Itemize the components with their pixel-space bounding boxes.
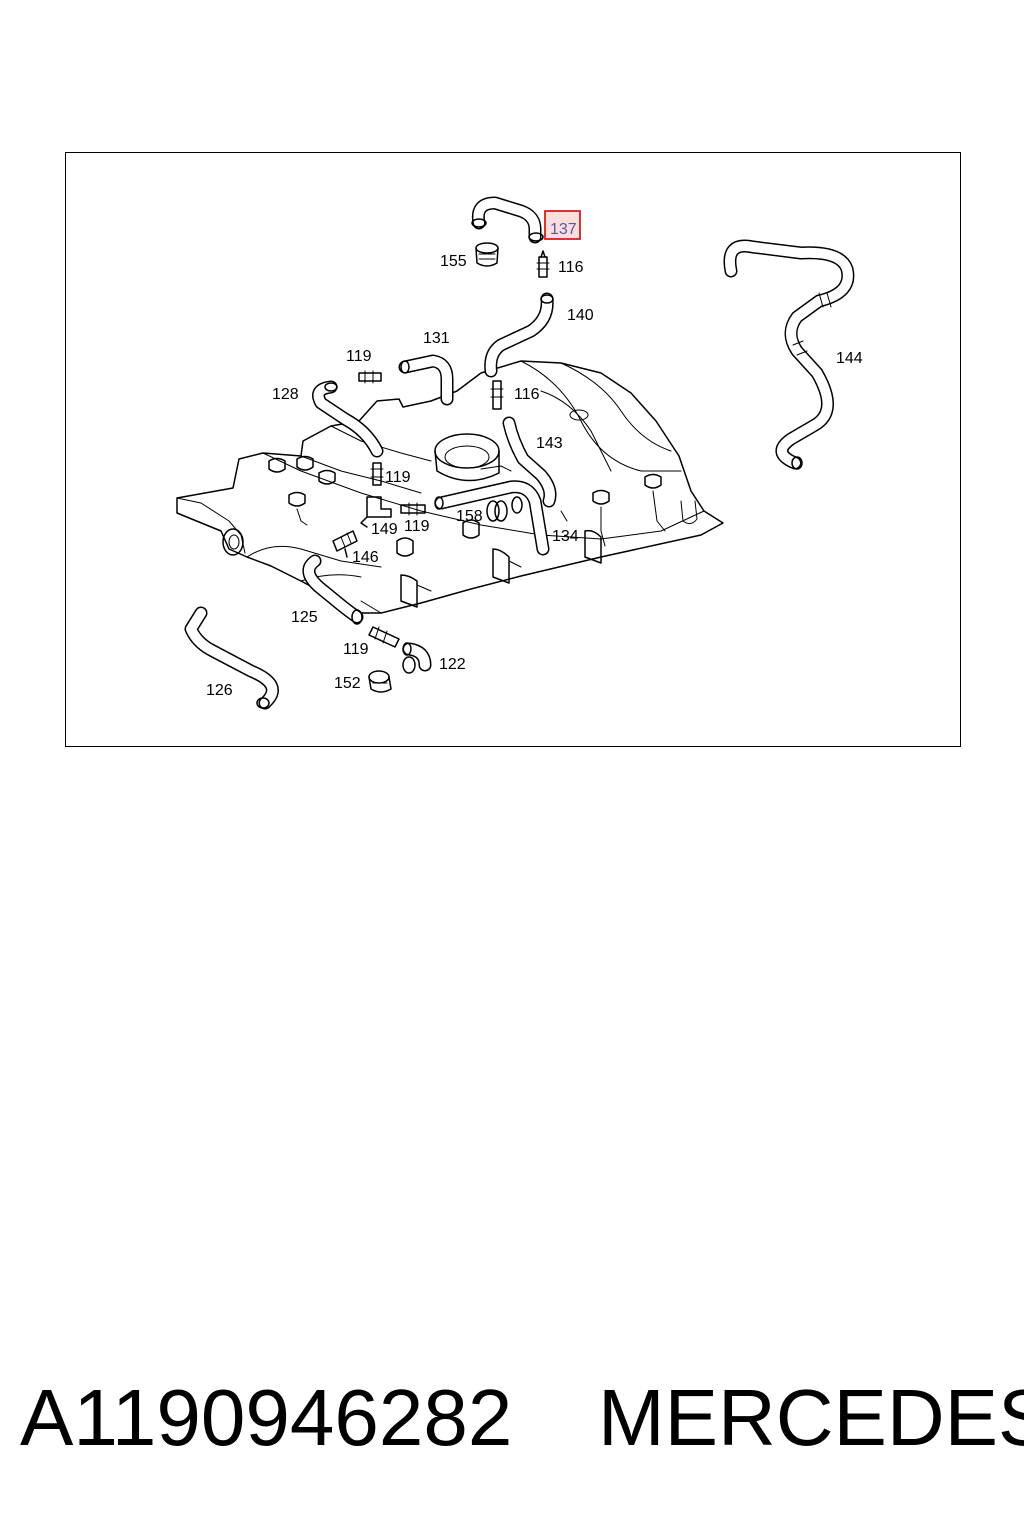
hose-137[interactable] <box>471 196 544 244</box>
connector-119a[interactable] <box>358 370 382 384</box>
hose-125[interactable] <box>302 554 364 625</box>
label-149[interactable]: 149 <box>371 521 398 538</box>
connector-119c[interactable] <box>400 502 426 516</box>
label-140[interactable]: 140 <box>567 307 594 324</box>
diagram-frame: 137 155 116 140 131 119 128 116 143 144 … <box>65 152 961 747</box>
label-119d[interactable]: 119 <box>343 641 369 658</box>
clamp-152[interactable] <box>368 670 392 693</box>
hose-140[interactable] <box>484 292 554 378</box>
label-122[interactable]: 122 <box>439 656 466 673</box>
label-125[interactable]: 125 <box>291 609 318 626</box>
label-119a[interactable]: 119 <box>346 348 372 365</box>
connector-116b[interactable] <box>490 380 504 410</box>
hose-128[interactable] <box>312 380 384 458</box>
hose-144[interactable] <box>723 239 855 470</box>
connector-119b[interactable] <box>370 462 384 486</box>
parts-diagram: 137 155 116 140 131 119 128 116 143 144 … <box>176 196 863 710</box>
connector-116a[interactable] <box>536 250 550 278</box>
clamp-158[interactable] <box>486 496 523 522</box>
label-131[interactable]: 131 <box>423 330 450 347</box>
label-119b[interactable]: 119 <box>385 469 411 486</box>
hose-134[interactable] <box>434 480 550 556</box>
highlight-box <box>544 210 581 240</box>
intake-manifold-drawing <box>176 360 724 614</box>
label-152[interactable]: 152 <box>334 675 361 692</box>
elbow-122[interactable] <box>402 642 432 674</box>
label-116b[interactable]: 116 <box>514 386 540 403</box>
label-126[interactable]: 126 <box>206 682 233 699</box>
label-146[interactable]: 146 <box>352 549 379 566</box>
label-116a[interactable]: 116 <box>558 259 584 276</box>
clamp-155[interactable] <box>475 242 499 267</box>
label-155[interactable]: 155 <box>440 253 467 270</box>
hose-131[interactable] <box>398 354 454 406</box>
label-144[interactable]: 144 <box>836 350 863 367</box>
brand-name: MERCEDES <box>598 1373 1024 1462</box>
label-134[interactable]: 134 <box>552 528 579 545</box>
tee-149[interactable] <box>360 496 392 528</box>
label-119c[interactable]: 119 <box>404 518 430 535</box>
connector-119d[interactable] <box>368 626 400 648</box>
label-158[interactable]: 158 <box>456 508 483 525</box>
label-143[interactable]: 143 <box>536 435 563 452</box>
hose-143[interactable] <box>502 416 557 508</box>
part-number: A1190946282 <box>20 1373 513 1462</box>
connector-146[interactable] <box>332 530 358 558</box>
label-137[interactable]: 137 <box>550 221 577 238</box>
footer: A1190946282 MERCEDES <box>0 1368 1024 1478</box>
hose-126[interactable] <box>184 606 279 710</box>
label-128[interactable]: 128 <box>272 386 299 403</box>
